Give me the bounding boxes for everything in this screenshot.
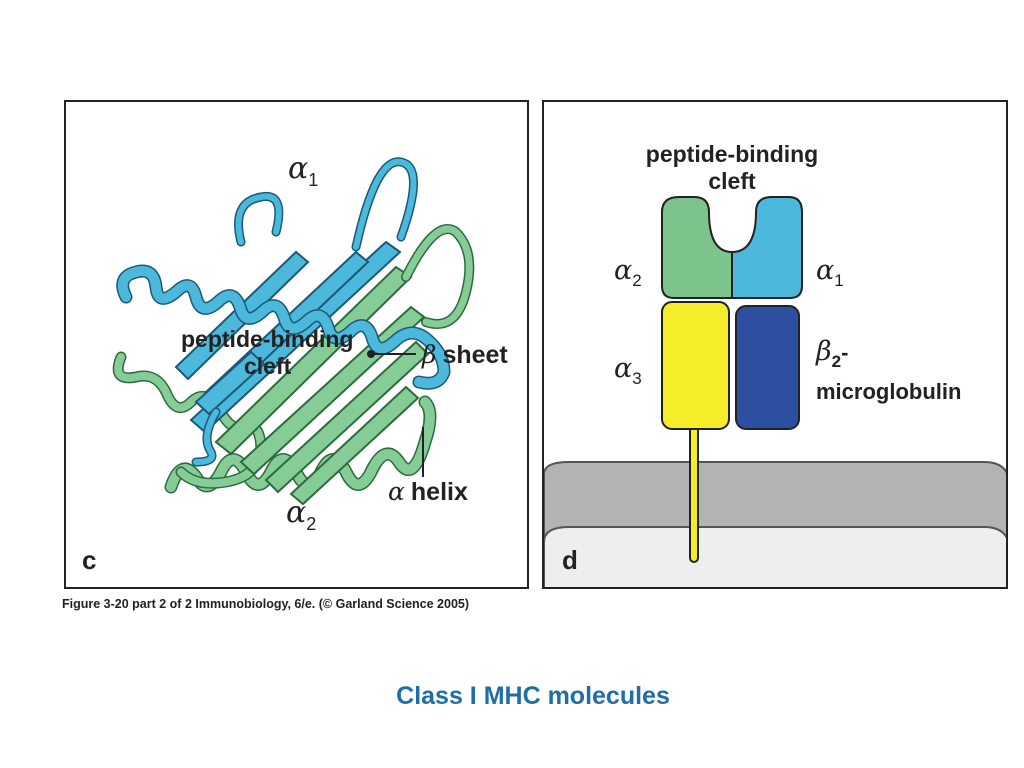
alpha2-label-d: α2 — [614, 255, 642, 290]
alpha1-domain — [731, 196, 803, 299]
membrane-outer — [544, 461, 1006, 543]
slide-title: Class I MHC molecules — [396, 682, 670, 710]
alpha2-label-c: α2 — [286, 495, 316, 534]
cleft-label-c-line1: peptide-binding — [181, 326, 353, 352]
alpha1-label-c: α1 — [288, 151, 318, 190]
microglobulin-label-d: microglobulin — [816, 379, 961, 404]
cleft-label-d-line2: cleft — [708, 168, 756, 194]
alpha3-domain — [661, 301, 730, 430]
panel-letter-c: c — [82, 545, 96, 575]
alpha3-label-d: α3 — [614, 353, 642, 388]
cleft-label-d-line1: peptide-binding — [646, 141, 818, 167]
beta2-label-d: β2- — [815, 336, 848, 371]
membrane-inner — [544, 526, 1006, 587]
beta2-microglobulin-domain — [735, 305, 800, 430]
panel-d-schematic: peptide-binding cleft α2 α1 α3 β2- micro… — [542, 100, 1008, 589]
figure-caption: Figure 3-20 part 2 of 2 Immunobiology, 6… — [62, 597, 470, 611]
transmembrane-stalk — [689, 421, 699, 563]
alpha2-domain — [661, 196, 733, 299]
schematic-diagram: peptide-binding cleft α2 α1 α3 β2- micro… — [544, 141, 1006, 587]
panel-letter-d: d — [562, 545, 578, 575]
alpha1-label-d: α1 — [816, 255, 844, 290]
cleft-label-c-line2: cleft — [244, 353, 292, 379]
